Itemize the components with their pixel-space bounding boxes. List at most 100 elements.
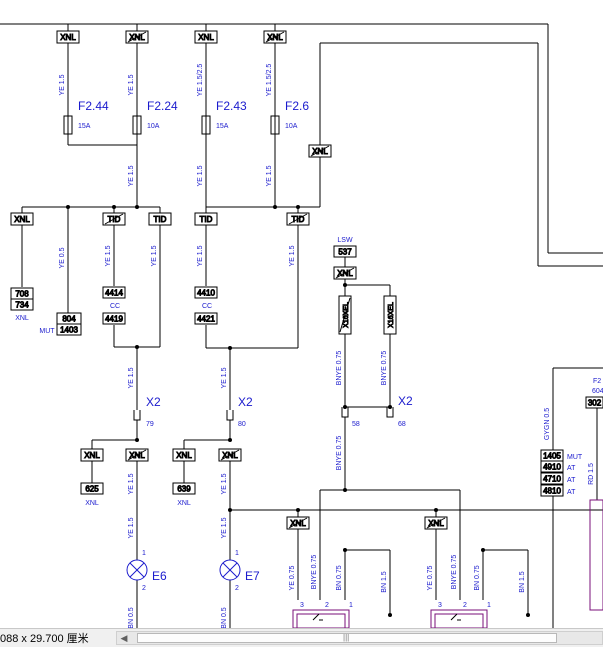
code-box-b4810: 4810: [540, 484, 564, 497]
code-text: 4710: [543, 475, 561, 484]
connector-c13[interactable]: XNL: [125, 448, 149, 462]
code-text: 4421: [197, 315, 215, 324]
fuse-name: F2.24: [147, 99, 178, 113]
label-pin58: 58: [352, 421, 360, 428]
lamp-e7: [219, 559, 241, 581]
connector-label: TID: [200, 215, 213, 224]
code-box-b639: 639: [172, 482, 196, 495]
label-xnl_a: XNL: [15, 315, 29, 322]
label-cc_b: CC: [202, 303, 212, 310]
junctions: [66, 205, 530, 617]
code-box-b1405: 1405: [540, 449, 564, 462]
connector-c2[interactable]: XNL: [125, 30, 149, 44]
connector-c11[interactable]: XNL: [333, 266, 357, 280]
connector-label: X16XEL: [388, 302, 395, 328]
label-pin68: 68: [398, 421, 406, 428]
connector-label: XNL: [176, 451, 192, 460]
connector-v1[interactable]: X16XEL: [338, 295, 352, 335]
wire-label: YE 1.5: [128, 165, 135, 186]
label-cc_a: CC: [110, 303, 120, 310]
code-box-b4910: 4910: [540, 460, 564, 473]
label-e7: E7: [245, 569, 260, 583]
wire-label: YE 1.5: [221, 367, 228, 388]
fuse-name: F2.6: [285, 99, 309, 113]
wire-label: YE 1.5: [197, 165, 204, 186]
code-text: 4810: [543, 487, 561, 496]
connector-c14[interactable]: XNL: [172, 448, 196, 462]
code-text: 1403: [60, 326, 78, 335]
connector-label: XNL: [290, 519, 306, 528]
wire-label: YE 1.5: [128, 473, 135, 494]
connector-label: TID: [292, 215, 305, 224]
label-pin80: 80: [238, 421, 246, 428]
code-text: 537: [338, 248, 352, 257]
wire-label: YE 1.5: [221, 517, 228, 538]
wire-label: YE 1.5/2.5: [197, 64, 204, 97]
connector-c1[interactable]: XNL: [56, 30, 80, 44]
connector-c12[interactable]: XNL: [80, 448, 104, 462]
code-text: 4414: [105, 289, 123, 298]
schematic-canvas[interactable]: XNL XNL XNL XNL XNL XNL TID TID TID TID XNL XNL XNL X…: [0, 0, 603, 629]
connector-label: X16XEL: [343, 302, 350, 328]
code-box-b4421: 4421: [194, 312, 218, 325]
wire-label: GYGN 0.5: [544, 408, 551, 440]
wire-label: BN 1.5: [519, 571, 526, 593]
scroll-left-arrow-icon[interactable]: ◀: [120, 633, 128, 643]
connector-label: TID: [154, 215, 167, 224]
wires: [0, 23, 603, 628]
connector-c15[interactable]: XNL: [218, 448, 242, 462]
code-box-b302: 302: [585, 396, 603, 409]
label-f604: 604: [592, 388, 603, 395]
connector-c4[interactable]: XNL: [263, 30, 287, 44]
x2-pins: [133, 407, 394, 421]
connector-c6[interactable]: XNL: [10, 212, 34, 226]
fuse-name: F2.44: [78, 99, 109, 113]
connector-label: XNL: [198, 33, 214, 42]
wire-label: BNYE 0.75: [311, 555, 318, 590]
label-p1a: 1: [142, 550, 146, 557]
connector-label: XNL: [428, 519, 444, 528]
label-pin79: 79: [146, 421, 154, 428]
code-box-b4414: 4414: [102, 286, 126, 299]
wire-label: YE 1.5: [221, 473, 228, 494]
code-text: 625: [85, 485, 99, 494]
code-box-b4410: 4410: [194, 286, 218, 299]
code-box-b804: 804: [56, 312, 82, 325]
wire-label: BN 0.5: [128, 607, 135, 628]
connector-c8[interactable]: TID: [148, 212, 172, 226]
connector-c5[interactable]: XNL: [308, 144, 332, 158]
wire-label: BNYE 0.75: [451, 555, 458, 590]
label-r2p1: 1: [487, 602, 491, 609]
connector-v2[interactable]: X16XEL: [383, 295, 397, 335]
label-p1b: 1: [235, 550, 239, 557]
code-box-b625: 625: [80, 482, 104, 495]
wire-label: BNYE 0.75: [336, 436, 343, 471]
connector-label: XNL: [337, 269, 353, 278]
connector-c7[interactable]: TID: [102, 212, 126, 226]
label-p2b: 2: [235, 585, 239, 592]
scrollbar-thumb[interactable]: |||: [137, 633, 557, 643]
lamp-e6: [126, 559, 148, 581]
connector-c9[interactable]: TID: [194, 212, 218, 226]
label-at1: AT: [567, 465, 576, 472]
connector-label: XNL: [60, 33, 76, 42]
wire-label: YE 1.5: [289, 245, 296, 266]
code-box-b1403: 1403: [56, 323, 82, 336]
wire-label: BNYE 0.75: [336, 351, 343, 386]
wire-label: BN 0.75: [336, 565, 343, 590]
fuse-name: F2.43: [216, 99, 247, 113]
label-r2p3: 3: [438, 602, 442, 609]
code-box-b537: 537: [333, 245, 357, 258]
connector-label: XNL: [129, 451, 145, 460]
horizontal-scrollbar[interactable]: ◀ |||: [116, 631, 603, 645]
connector-label: XNL: [222, 451, 238, 460]
connector-label: XNL: [84, 451, 100, 460]
connector-c3[interactable]: XNL: [194, 30, 218, 44]
connector-c17[interactable]: XNL: [424, 516, 448, 530]
connector-label: TID: [108, 215, 121, 224]
connector-c10[interactable]: TID: [286, 212, 310, 226]
connector-c16[interactable]: XNL: [286, 516, 310, 530]
code-box-b4710: 4710: [540, 472, 564, 485]
wire-label: YE 1.5: [128, 517, 135, 538]
wire-label: BN 0.5: [221, 607, 228, 628]
